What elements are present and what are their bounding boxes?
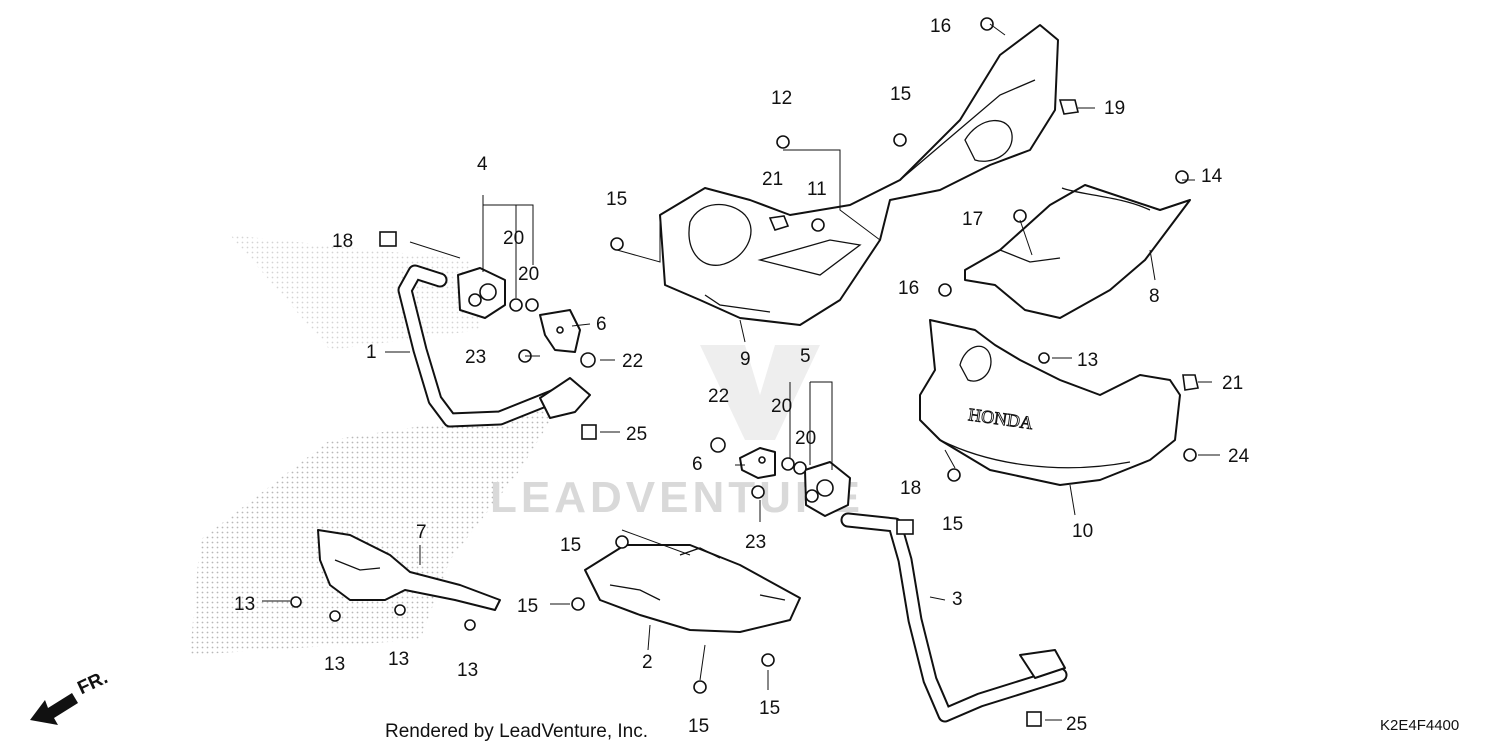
- callout-labels: 1 2 3 4 5 6 6 7 8 9 10 11 12 13 13 13 13…: [234, 16, 1250, 737]
- callout-13-d: 13: [457, 660, 478, 681]
- callout-15-panel-top: 15: [560, 535, 581, 556]
- callout-17: 17: [962, 209, 983, 230]
- footer-rendered-by: Rendered by LeadVenture, Inc.: [385, 721, 648, 742]
- part-6-bracket-right: [739, 447, 776, 479]
- callout-18-left: 18: [332, 231, 353, 252]
- part-5-clamp: [804, 461, 851, 517]
- callout-19: 19: [1104, 98, 1125, 119]
- part-7-lower-bracket: [317, 529, 501, 611]
- callout-6-right: 6: [692, 454, 703, 475]
- callout-11: 11: [807, 179, 827, 200]
- part-4-clamp: [457, 267, 506, 319]
- callout-20-c: 20: [771, 396, 792, 417]
- callout-10: 10: [1072, 521, 1093, 542]
- washers-20: [509, 298, 807, 475]
- callout-16-mid: 16: [898, 278, 919, 299]
- callout-13-c: 13: [388, 649, 409, 670]
- callout-25-left: 25: [626, 424, 647, 445]
- callout-22-left: 22: [622, 351, 643, 372]
- leader-lines: [262, 23, 1220, 721]
- callout-15-panel-right: 15: [759, 698, 780, 719]
- callout-15-left: 15: [606, 189, 627, 210]
- callout-9: 9: [740, 349, 751, 370]
- callout-1: 1: [366, 342, 377, 363]
- callout-22-right: 22: [708, 386, 729, 407]
- callout-15-top: 15: [890, 84, 911, 105]
- part-3-tube: [840, 512, 1068, 723]
- callout-20-b: 20: [518, 264, 539, 285]
- part-9-inner-panel: [659, 24, 1059, 326]
- front-direction-label: FR.: [74, 667, 111, 699]
- callout-7: 7: [416, 522, 427, 543]
- callout-24: 24: [1228, 446, 1250, 467]
- callout-15-panel-bottom: 15: [688, 716, 709, 737]
- callout-23-left: 23: [465, 347, 486, 368]
- callout-2: 2: [642, 652, 653, 673]
- leadventure-logo-mark: [700, 345, 820, 440]
- callout-18-right: 18: [900, 478, 921, 499]
- callout-6-left: 6: [596, 314, 607, 335]
- part-2-under-panel: [584, 544, 801, 633]
- callout-8: 8: [1149, 286, 1160, 307]
- callout-4: 4: [477, 154, 488, 175]
- callout-5: 5: [800, 346, 811, 367]
- callout-3: 3: [952, 589, 963, 610]
- callout-20-a: 20: [503, 228, 524, 249]
- callout-13-a: 13: [234, 594, 255, 615]
- fasteners: [290, 17, 1199, 727]
- callout-15-panel-left: 15: [517, 596, 538, 617]
- callout-13-cover: 13: [1077, 350, 1098, 371]
- callout-15-right: 15: [942, 514, 963, 535]
- callout-20-d: 20: [795, 428, 816, 449]
- part-1-tube: [397, 264, 591, 428]
- watermark-text: LEADVENTURE: [490, 473, 864, 522]
- callout-21-top: 21: [762, 169, 783, 190]
- front-direction-arrow-icon: [30, 693, 78, 725]
- callout-21-right: 21: [1222, 373, 1243, 394]
- callout-12: 12: [771, 88, 792, 109]
- callout-13-b: 13: [324, 654, 345, 675]
- callout-16-top: 16: [930, 16, 951, 37]
- callout-14: 14: [1201, 166, 1223, 187]
- part-10-front-cover: HONDA: [919, 319, 1181, 486]
- part-6-bracket-left: [539, 309, 581, 353]
- diagram-code: K2E4F4400: [1380, 717, 1459, 734]
- callout-23-right: 23: [745, 532, 766, 553]
- part-8-top-cover: [964, 184, 1191, 319]
- callout-25-right: 25: [1066, 714, 1087, 735]
